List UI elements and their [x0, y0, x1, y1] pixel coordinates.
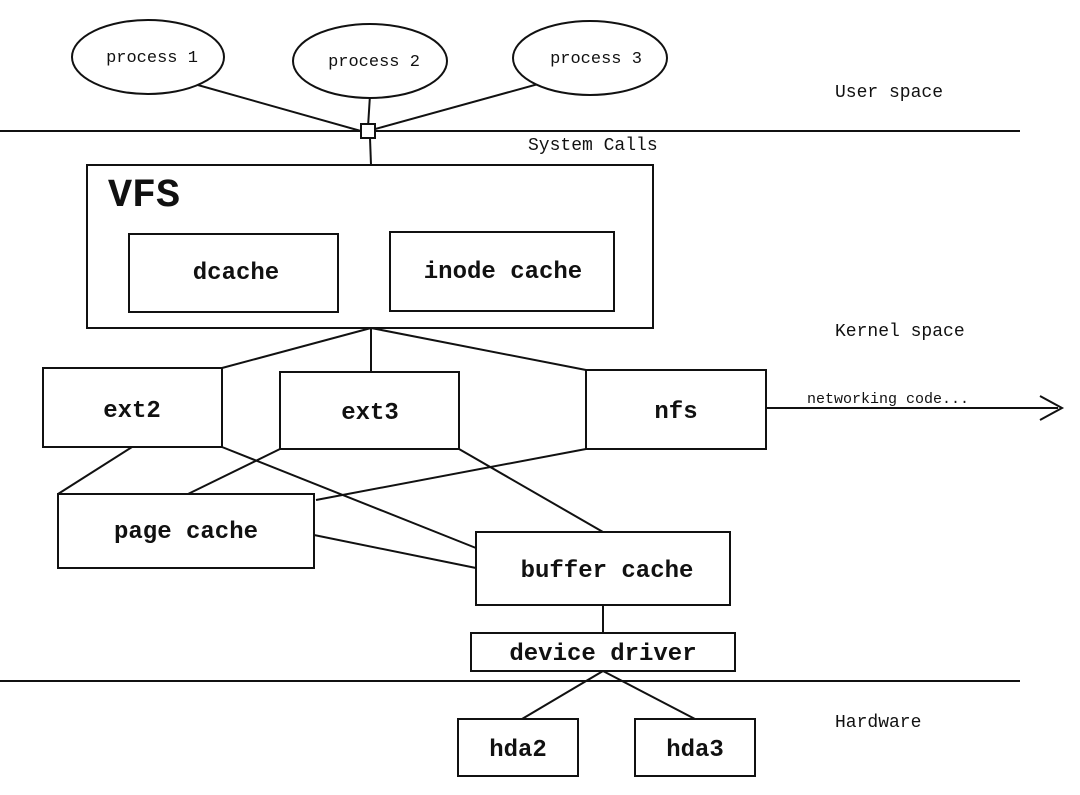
process-3-label: process 3: [550, 50, 642, 69]
page-cache-box: [57, 493, 315, 569]
process-1-node: [71, 19, 225, 95]
connector-driver-hda3: [602, 670, 696, 720]
hda3-box: [634, 718, 756, 777]
buffer-cache-label: buffer cache: [521, 558, 694, 585]
networking-code-label: networking code...: [807, 391, 969, 408]
connector-process2-syscall: [367, 94, 371, 128]
hda3-label: hda3: [666, 737, 724, 764]
ext3-box: [279, 371, 460, 450]
connector-driver-hda2: [521, 670, 604, 720]
buffer-cache-box: [475, 531, 731, 606]
device-driver-box: [470, 632, 736, 672]
connector-ext2-buffercache: [221, 446, 477, 549]
connector-process1-syscall: [179, 79, 369, 134]
user-space-label: User space: [835, 83, 943, 103]
process-2-node: [292, 23, 448, 99]
page-cache-label: page cache: [114, 519, 258, 546]
hardware-label: Hardware: [835, 713, 921, 733]
nfs-label: nfs: [654, 399, 697, 426]
ext3-label: ext3: [341, 400, 399, 427]
inode-cache-box: [389, 231, 615, 312]
dcache-label: dcache: [193, 260, 279, 287]
inode-cache-label: inode cache: [424, 259, 582, 286]
connector-vfs-nfs: [370, 327, 587, 371]
hda2-label: hda2: [489, 737, 547, 764]
networking-arrow-head: [1039, 395, 1065, 421]
vfs-title: VFS: [108, 174, 180, 219]
kernel-space-label: Kernel space: [835, 322, 965, 342]
nfs-box: [585, 369, 767, 450]
ext2-label: ext2: [103, 398, 161, 425]
connector-ext3-pagecache: [187, 448, 281, 495]
process-2-label: process 2: [328, 53, 420, 72]
connector-nfs-pagecache: [315, 448, 587, 501]
dcache-box: [128, 233, 339, 313]
connector-vfs-ext2: [221, 327, 372, 369]
system-calls-label: System Calls: [528, 136, 658, 156]
connector-ext3-buffercache: [458, 448, 604, 533]
hda2-box: [457, 718, 579, 777]
connector-pagecache-buffercache: [313, 534, 477, 569]
process-1-label: process 1: [106, 49, 198, 68]
process-3-node: [512, 20, 668, 96]
connector-process3-syscall: [367, 77, 561, 132]
connector-ext2-pagecache: [57, 446, 133, 495]
ext2-box: [42, 367, 223, 448]
connector-syscall-vfs: [369, 137, 372, 166]
device-driver-label: device driver: [509, 641, 696, 668]
syscall-gate: [360, 123, 376, 139]
